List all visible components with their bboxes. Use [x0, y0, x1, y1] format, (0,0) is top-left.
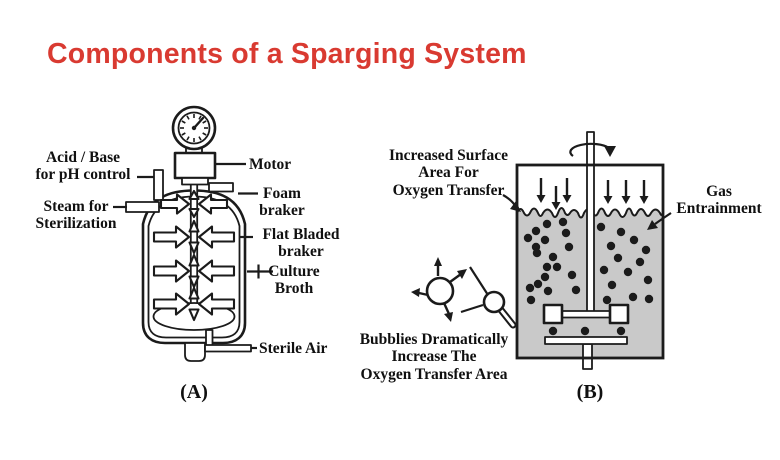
- steam-port: [125, 201, 160, 213]
- dome-port: [208, 182, 234, 193]
- bubble-icon: [411, 257, 467, 322]
- motor-box: [173, 151, 217, 186]
- sparger: [544, 336, 628, 370]
- surface-pointer-arrow: [502, 194, 521, 212]
- bubbles-note-label: Bubblies Dramatically Increase The Oxyge…: [359, 331, 509, 383]
- acid-base-port: [153, 169, 164, 201]
- increased-surface-label: Increased Surface Area For Oxygen Transf…: [389, 147, 508, 199]
- diagram-b-art: [411, 131, 672, 370]
- caption-a: (A): [180, 381, 208, 403]
- bubble-dots: [523, 217, 654, 336]
- impeller-icon: [152, 253, 236, 289]
- diagram-a-art: [113, 105, 273, 362]
- caption-b: (B): [576, 381, 604, 403]
- drain-cup: [184, 342, 206, 362]
- sterile-air-pipe-elbow: [205, 329, 214, 347]
- tank-outline: [515, 163, 665, 360]
- page-title: Components of a Sparging System: [47, 38, 527, 70]
- impeller-b: [542, 303, 630, 325]
- entrainment-pointer-arrow: [647, 212, 672, 230]
- leader-lines-a: [113, 162, 273, 350]
- impeller-icon: [152, 219, 236, 255]
- gas-entrainment-label: Gas Entrainment: [676, 183, 762, 218]
- steam-label: Steam for Sterilization: [35, 198, 117, 233]
- impeller-icon: [159, 189, 229, 219]
- sterile-air-pipe: [204, 344, 252, 353]
- acid-base-label: Acid / Base for pH control: [35, 149, 131, 184]
- rotation-arrow-icon: [569, 142, 616, 157]
- motor-label: Motor: [249, 156, 292, 173]
- foam-braker-label: Foam braker: [259, 185, 305, 220]
- culture-broth-label: Culture Broth: [268, 263, 320, 298]
- magnifier-icon: [460, 266, 517, 329]
- pressure-gauge-icon: [171, 105, 217, 154]
- impeller-icon: [152, 286, 236, 322]
- flat-bladed-braker-label: Flat Bladed braker: [262, 226, 340, 261]
- stirrer-shaft: [586, 131, 595, 313]
- gas-flow-arrows: [536, 178, 649, 210]
- sterile-air-label: Sterile Air: [259, 340, 328, 357]
